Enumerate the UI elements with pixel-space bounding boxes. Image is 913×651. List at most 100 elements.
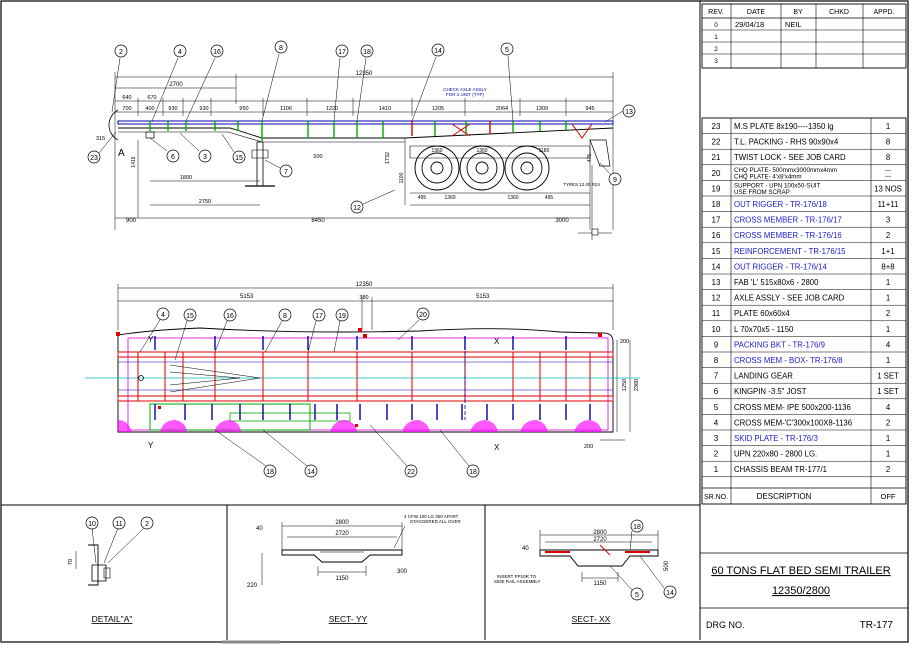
bom-row-23-off: 1 [886,122,890,131]
drawing-title: 60 TONS FLAT BED SEMI TRAILER [711,565,890,577]
detail-a-balloon-11: 11 [103,516,126,564]
bom-row-18-desc: OUT RIGGER - TR-176/18 [734,200,827,209]
detail-a-label: DETAIL"A" [92,614,133,624]
xx-note-1: INSERT PP10R TO [497,574,537,579]
rev-header: REV. [708,9,724,16]
xx-dim-2720: 2720 [593,537,607,543]
bom-row-20-off-line2: --- [885,174,892,181]
side-balloon-17: 17 [333,44,349,122]
bom-row-15-desc: REINFORCEMENT - TR-176/15 [734,247,846,256]
section-mark-x-top: X [494,337,500,346]
side-dim-400: 400 [145,106,154,112]
svg-text:14: 14 [307,469,315,476]
plan-balloon-17: 17 [307,308,326,353]
bom-row-10-desc: L 70x70x5 - 1150 [734,325,794,334]
svg-text:5: 5 [635,592,639,599]
side-dim-2064: 2064 [496,106,508,112]
section-mark-y-bottom: Y [148,441,154,450]
svg-text:12: 12 [353,205,361,212]
svg-text:2: 2 [145,521,149,528]
side-balloon-13: 13 [604,104,636,123]
side-balloon-2: 2 [111,44,128,113]
side-dim-1360b: 1360 [476,148,487,154]
bom-row-22-no: 22 [712,138,721,147]
bom-row-5-no: 5 [714,403,719,412]
section-mark-y-top: Y [148,335,154,344]
title-block: 60 TONS FLAT BED SEMI TRAILER 12350/2800… [700,552,908,631]
bom-row-20-desc-line2: CHQ PLATE- 4'x8'x4mm [734,174,802,181]
bom-row-15-no: 15 [712,247,721,256]
rev-row-0-rev: 0 [714,22,718,29]
side-balloon-3: 3 [179,132,212,163]
svg-text:17: 17 [315,313,323,320]
side-balloon-6: 6 [149,137,180,163]
bom-header-off: OFF [881,492,896,501]
plan-balloon-14: 14 [262,429,318,478]
svg-text:22: 22 [407,469,415,476]
plan-view: 5153 5153 12350 380 200 1250 2360 200 Y … [85,282,640,478]
bom-row-21-no: 21 [712,153,721,162]
side-dim-900: 900 [126,218,137,224]
section-yy: 2800 2720 1150 40 300 220 4 CFW 100 LG 3… [247,514,462,624]
xx-dim-40: 40 [522,546,529,552]
plan-overall-dim: 12350 [356,282,373,288]
side-dim-1205: 1205 [432,106,444,112]
bom-row-5-desc: CROSS MEM- IPE 500x200-1136 [734,403,851,412]
detail-a-balloon-10: 10 [85,516,99,564]
bom-row-21-off: 8 [886,153,890,162]
plan-mid-dim: 380 [359,295,368,301]
side-dim-315: 315 [96,136,105,142]
yy-note-2: STAGGERED ALL OVER [410,519,462,524]
bom-row-10-no: 10 [712,325,721,334]
plan-dim-right: 5153 [476,294,490,300]
side-balloon-5: 5 [500,42,514,122]
by-header: BY [793,9,803,16]
bom-row-4-no: 4 [714,418,719,427]
bom-row-17-desc: CROSS MEMBER - TR-176/17 [734,216,842,225]
side-dim-1360c: 1360 [444,195,455,201]
plan-balloon-18a: 18 [214,429,277,478]
xx-dim-1150: 1150 [594,581,608,587]
side-dim-2700: 2700 [169,82,183,88]
bom-row-20-desc: CHQ PLATE- 500mmx3000mmx4mm [734,167,837,174]
bom-row-21-desc: TWIST LOCK - SEE JOB CARD [734,153,846,162]
bom-row-23-desc: M.S PLATE 8x190----1350 lg [734,122,834,131]
plan-dim-200-bottom: 200 [584,444,593,450]
side-balloon-12: 12 [350,189,396,214]
bom-row-5-off: 4 [886,403,891,412]
plan-dim-1250: 1250 [622,379,628,391]
plan-dim-left: 5153 [240,294,254,300]
bom-row-13-off: 1 [886,278,890,287]
svg-text:6: 6 [171,154,175,161]
svg-text:7: 7 [284,169,288,176]
bom-row-4-off: 2 [886,418,890,427]
bom-row-2-no: 2 [714,450,719,459]
bom-row-22-desc: T.L. PACKING - RHS 90x90x4 [734,138,839,147]
side-balloon-18: 18 [356,44,374,122]
bom-header-description: DESCRIPTION [757,492,812,501]
side-dim-1309: 1309 [536,106,548,112]
bom-row-19-desc-line2: USE FROM SCRAP [734,189,790,196]
tyre-note: TYRES 12.00 R24 [563,182,601,187]
yy-note-1: 4 CFW 100 LG 300 APART [404,514,459,519]
bom-row-1-off: 2 [886,465,890,474]
yy-dim-2800: 2800 [335,520,349,526]
side-dim-700: 700 [122,106,131,112]
svg-text:2: 2 [119,49,123,56]
svg-text:4: 4 [161,312,165,319]
plan-dim-200-top: 200 [620,339,629,345]
bom-row-23-no: 23 [712,122,721,131]
revision-table: REV. DATE BY CHKD APPD. 0 29/04/18 NEIL … [701,3,907,69]
bom-row-17-no: 17 [712,216,721,225]
svg-text:18: 18 [469,469,477,476]
detail-a: 70 10 11 2 DETAIL"A" [68,516,154,624]
side-balloon-16: 16 [185,44,224,122]
bom-row-8-off: 1 [886,356,890,365]
svg-text:19: 19 [338,313,346,320]
svg-text:5: 5 [505,47,509,54]
xx-note-2: SIDE RAIL ASSEMBLY [494,579,541,584]
bom-row-13-desc: FAB 'L' 515x80x6 - 2800 [734,278,819,287]
bom-row-20-no: 20 [712,169,721,178]
svg-text:9: 9 [613,177,617,184]
